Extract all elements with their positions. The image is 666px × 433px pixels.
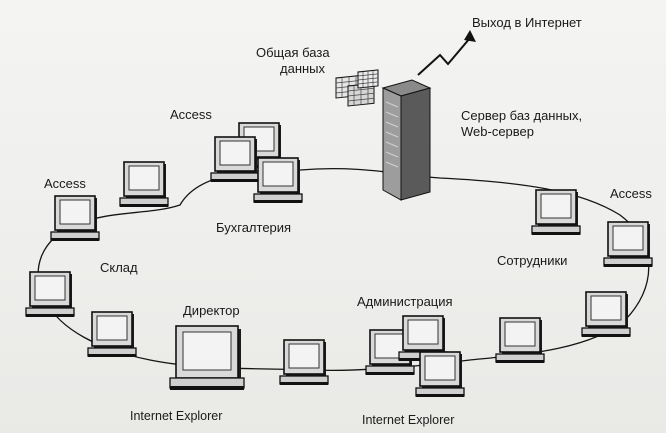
director-workstation — [169, 325, 245, 390]
server-tower — [381, 79, 432, 201]
workstation — [87, 311, 137, 358]
internet-explorer-label-right: Internet Explorer — [362, 413, 455, 427]
workstation — [253, 157, 303, 204]
workstation — [279, 339, 329, 386]
workstation — [495, 317, 545, 364]
server-label: Сервер баз данных, — [461, 108, 583, 123]
access-label-left: Access — [44, 176, 86, 191]
shared-database-label: Общая база — [256, 45, 330, 60]
director-label: Директор — [183, 303, 240, 318]
shared-database-icon — [335, 69, 379, 107]
access-label-right: Access — [610, 186, 652, 201]
accounting-label: Бухгалтерия — [216, 220, 292, 235]
internet-explorer-label-left: Internet Explorer — [130, 409, 223, 423]
workstation — [119, 161, 169, 208]
workstation — [415, 351, 465, 398]
workstation — [531, 189, 581, 236]
workstation — [581, 291, 631, 338]
access-label-top: Access — [170, 107, 212, 122]
workstation — [603, 221, 653, 268]
employees-label: Сотрудники — [497, 253, 568, 268]
shared-database-label-line2: данных — [280, 61, 326, 76]
workstation — [25, 271, 75, 318]
workstation — [210, 136, 260, 183]
internet-link-bolt — [417, 37, 471, 76]
warehouse-label: Склад — [100, 260, 138, 275]
internet-exit-label: Выход в Интернет — [472, 15, 582, 30]
administration-label: Администрация — [357, 294, 453, 309]
server-label-line2: Web-сервер — [461, 124, 535, 139]
workstation — [50, 195, 100, 242]
internet-link-arrowhead — [464, 30, 476, 42]
